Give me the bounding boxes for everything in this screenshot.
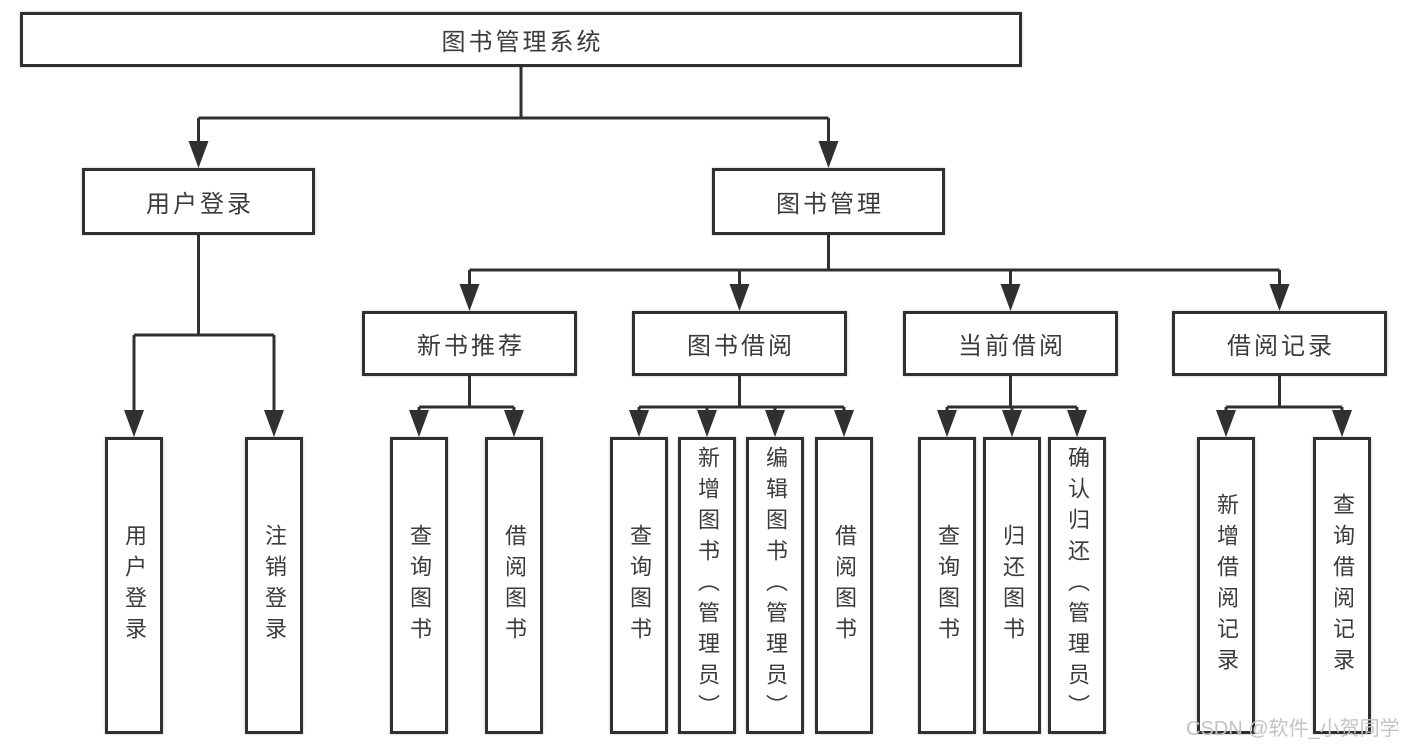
connector-currentborrow-to-leaves <box>937 376 1087 437</box>
node-leaf-query-borrow-record: 查询借阅记录 <box>1313 437 1371 734</box>
connector-newbookrec-to-leaves <box>409 376 524 437</box>
node-leaf-query-books-3: 查询图书 <box>918 437 976 734</box>
node-leaf-user-login: 用户登录 <box>105 437 163 734</box>
node-leaf-confirm-return-admin: 确认归还（管理员） <box>1048 437 1106 734</box>
node-new-book-recommendation: 新书推荐 <box>362 311 577 376</box>
node-current-borrowing: 当前借阅 <box>903 311 1118 376</box>
node-leaf-edit-books-admin: 编辑图书（管理员） <box>746 437 804 734</box>
connector-userlogin-to-leaves <box>124 235 284 437</box>
connector-bookmgmt-to-level3 <box>459 235 1290 311</box>
node-book-management: 图书管理 <box>712 168 945 235</box>
node-leaf-borrow-books-1: 借阅图书 <box>485 437 543 734</box>
node-leaf-query-books-2: 查询图书 <box>610 437 668 734</box>
connector-root-to-level2 <box>188 67 839 168</box>
node-book-borrowing: 图书借阅 <box>632 311 847 376</box>
node-borrowing-records: 借阅记录 <box>1172 311 1387 376</box>
node-leaf-return-books: 归还图书 <box>983 437 1041 734</box>
node-leaf-add-books-admin: 新增图书（管理员） <box>678 437 736 734</box>
node-library-system: 图书管理系统 <box>20 12 1022 67</box>
node-leaf-borrow-books-2: 借阅图书 <box>815 437 873 734</box>
node-user-login: 用户登录 <box>82 168 315 235</box>
watermark: CSDN @软件_小贺同学 <box>1186 718 1400 740</box>
connector-borrowrecord-to-leaves <box>1216 376 1352 437</box>
node-leaf-logout: 注销登录 <box>245 437 303 734</box>
node-leaf-add-borrow-record: 新增借阅记录 <box>1197 437 1255 734</box>
connector-bookborrow-to-leaves <box>629 376 854 437</box>
node-leaf-query-books-1: 查询图书 <box>390 437 448 734</box>
